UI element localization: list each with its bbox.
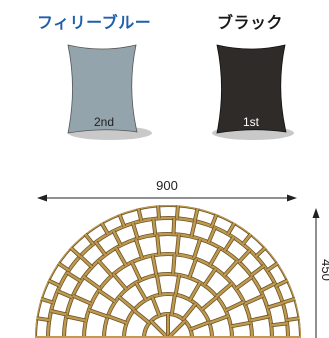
- paving-joint: [134, 281, 148, 301]
- paving-joint: [112, 273, 128, 291]
- paving-joint: [57, 290, 73, 299]
- paving-joint: [131, 222, 139, 239]
- paving-joint: [215, 282, 233, 298]
- paving-joint: [66, 271, 82, 283]
- paving-joint: [190, 220, 197, 237]
- paving-joint: [156, 205, 161, 219]
- bag-black: 1st: [212, 44, 294, 140]
- paving-joint: [189, 321, 210, 331]
- paving-joint: [225, 300, 245, 312]
- paving-joint: [72, 294, 92, 305]
- paving-joint: [241, 233, 252, 245]
- paving-joint: [255, 246, 267, 258]
- paving-ring: [62, 232, 274, 338]
- paving-joint: [36, 316, 50, 322]
- paving-joint: [208, 314, 229, 325]
- paving-joint: [286, 316, 300, 322]
- paving-joint: [203, 268, 217, 286]
- paving-joint: [175, 205, 180, 219]
- paving-joint: [200, 295, 218, 311]
- paving-joint: [260, 282, 276, 292]
- paving-joint: [275, 279, 289, 288]
- paving-joint: [192, 238, 202, 259]
- paving-joint: [250, 264, 265, 277]
- paving-joint: [84, 233, 95, 245]
- paving-joint: [155, 234, 161, 255]
- paving-joint: [235, 275, 253, 290]
- paving-joint: [271, 322, 288, 327]
- paving-joint: [226, 222, 236, 235]
- paving-joint: [151, 296, 161, 317]
- paving-joint: [188, 281, 202, 301]
- height-label: 450: [319, 259, 329, 281]
- fan-paving-pattern: [35, 205, 301, 338]
- paving-joint: [50, 309, 67, 316]
- bag-filly-blue: 2nd: [67, 44, 152, 140]
- paving-joint: [79, 255, 93, 268]
- paving-joint: [98, 289, 116, 303]
- paving-ring: [122, 292, 214, 338]
- paving-joint: [244, 294, 264, 305]
- paving-joint: [171, 254, 176, 275]
- paving-joint: [118, 295, 136, 311]
- height-dimension: 450: [312, 208, 329, 338]
- paving-joint: [118, 213, 126, 227]
- paving-joint: [40, 297, 54, 304]
- paving-joint: [223, 259, 239, 277]
- paving-joint: [172, 218, 176, 235]
- paving-joint: [137, 208, 143, 222]
- paving-joint: [238, 249, 251, 263]
- paving-ring: [35, 205, 301, 338]
- bag-body-filly-blue: [67, 44, 138, 134]
- paving-joint: [182, 303, 197, 321]
- paving-joint: [100, 222, 110, 235]
- paving-joint: [223, 236, 235, 252]
- paving-joint: [151, 255, 158, 276]
- paving-joint: [97, 259, 113, 277]
- paving-joint: [155, 274, 162, 295]
- paving-joint: [167, 320, 186, 338]
- paving-joint: [207, 227, 216, 243]
- paving-joint: [175, 234, 181, 255]
- paving-joint: [193, 208, 199, 222]
- arrow-left-icon: [37, 194, 47, 202]
- arrow-right-icon: [287, 194, 297, 202]
- paving-joint: [188, 258, 198, 279]
- paving-joint: [266, 262, 279, 272]
- bag-body-black: [216, 44, 287, 134]
- width-label: 900: [156, 178, 178, 193]
- paving-joint: [174, 274, 181, 295]
- paving-joint: [133, 309, 151, 324]
- paving-joint: [114, 247, 128, 266]
- paving-joint: [112, 230, 122, 246]
- paving-joint: [267, 301, 284, 309]
- paving-joint: [107, 314, 128, 325]
- paving-joint: [150, 320, 169, 338]
- paving-joint: [170, 294, 177, 315]
- paving-joint: [83, 275, 101, 290]
- paving-joint: [210, 213, 218, 227]
- arrow-up-icon: [312, 208, 320, 218]
- paving-joint: [152, 218, 157, 235]
- paving-joint: [282, 297, 296, 304]
- paving-joint: [208, 247, 222, 266]
- paving-ring: [102, 272, 234, 338]
- paving-joint: [66, 315, 87, 322]
- paving-joint: [88, 308, 109, 318]
- paving-joint: [134, 238, 144, 259]
- paving-joint: [69, 246, 81, 258]
- paving-joint: [94, 241, 107, 256]
- paving-joint: [130, 261, 142, 281]
- product-title-filly-blue: フィリーブルー: [37, 13, 152, 32]
- bag-rank-black: 1st: [243, 115, 260, 129]
- product-title-black: ブラック: [217, 13, 284, 32]
- paving-joint: [57, 262, 70, 272]
- paving-joint: [249, 315, 270, 322]
- bag-rank-filly-blue: 2nd: [94, 115, 114, 129]
- paving-joint: [47, 279, 61, 288]
- width-dimension: 900: [37, 178, 297, 202]
- paving-joint: [230, 321, 251, 328]
